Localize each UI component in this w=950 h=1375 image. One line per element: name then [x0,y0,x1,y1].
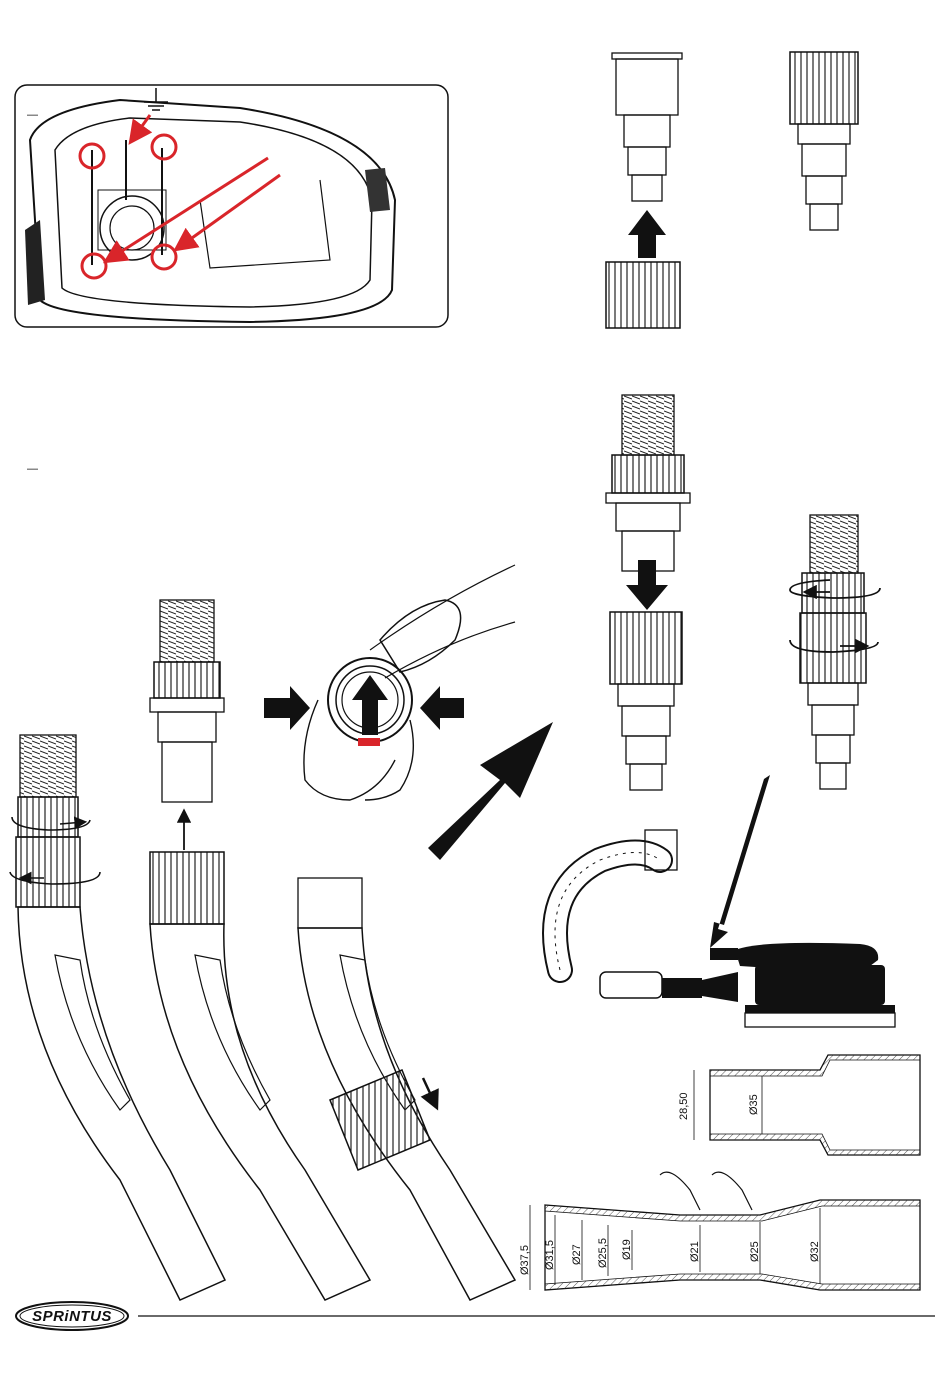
dimension-label: Ø21 [689,1241,701,1262]
figure-hose-connection [606,395,880,790]
brand-logo: SPRiNTUS [16,1302,128,1330]
direction-arrow-icon [628,210,666,258]
direction-arrow-icon [428,722,553,860]
figure-sander-connection [555,830,895,1027]
figure-hand-release [264,565,515,800]
brand-name: SPRiNTUS [32,1308,112,1325]
figure-container-grounding: — [15,85,448,327]
dimension-label: Ø31,5 [544,1240,556,1270]
ground-icon [144,88,168,110]
dimension-label: 28,50 [678,1092,690,1120]
dimension-label: Ø37,5 [519,1245,531,1275]
dimension-label: Ø19 [621,1239,633,1260]
dimension-label: Ø32 [809,1241,821,1262]
dimension-drawing-top: 28,50 Ø35 [678,1055,920,1155]
figure-marker: — [27,463,38,475]
figure-marker: — [27,109,38,121]
dimension-label: Ø27 [571,1244,583,1265]
dimension-label: Ø25,5 [597,1238,609,1268]
dimension-label: Ø35 [748,1094,760,1115]
figure-adapter-assembly [606,52,858,328]
footer: SPRiNTUS [16,1302,935,1330]
direction-arrow-icon [710,775,770,948]
dimension-drawing-bottom: Ø37,5 Ø31,5 Ø27 Ø25,5 Ø19 Ø21 Ø25 Ø32 [519,1172,920,1290]
dimension-label: Ø25 [749,1241,761,1262]
